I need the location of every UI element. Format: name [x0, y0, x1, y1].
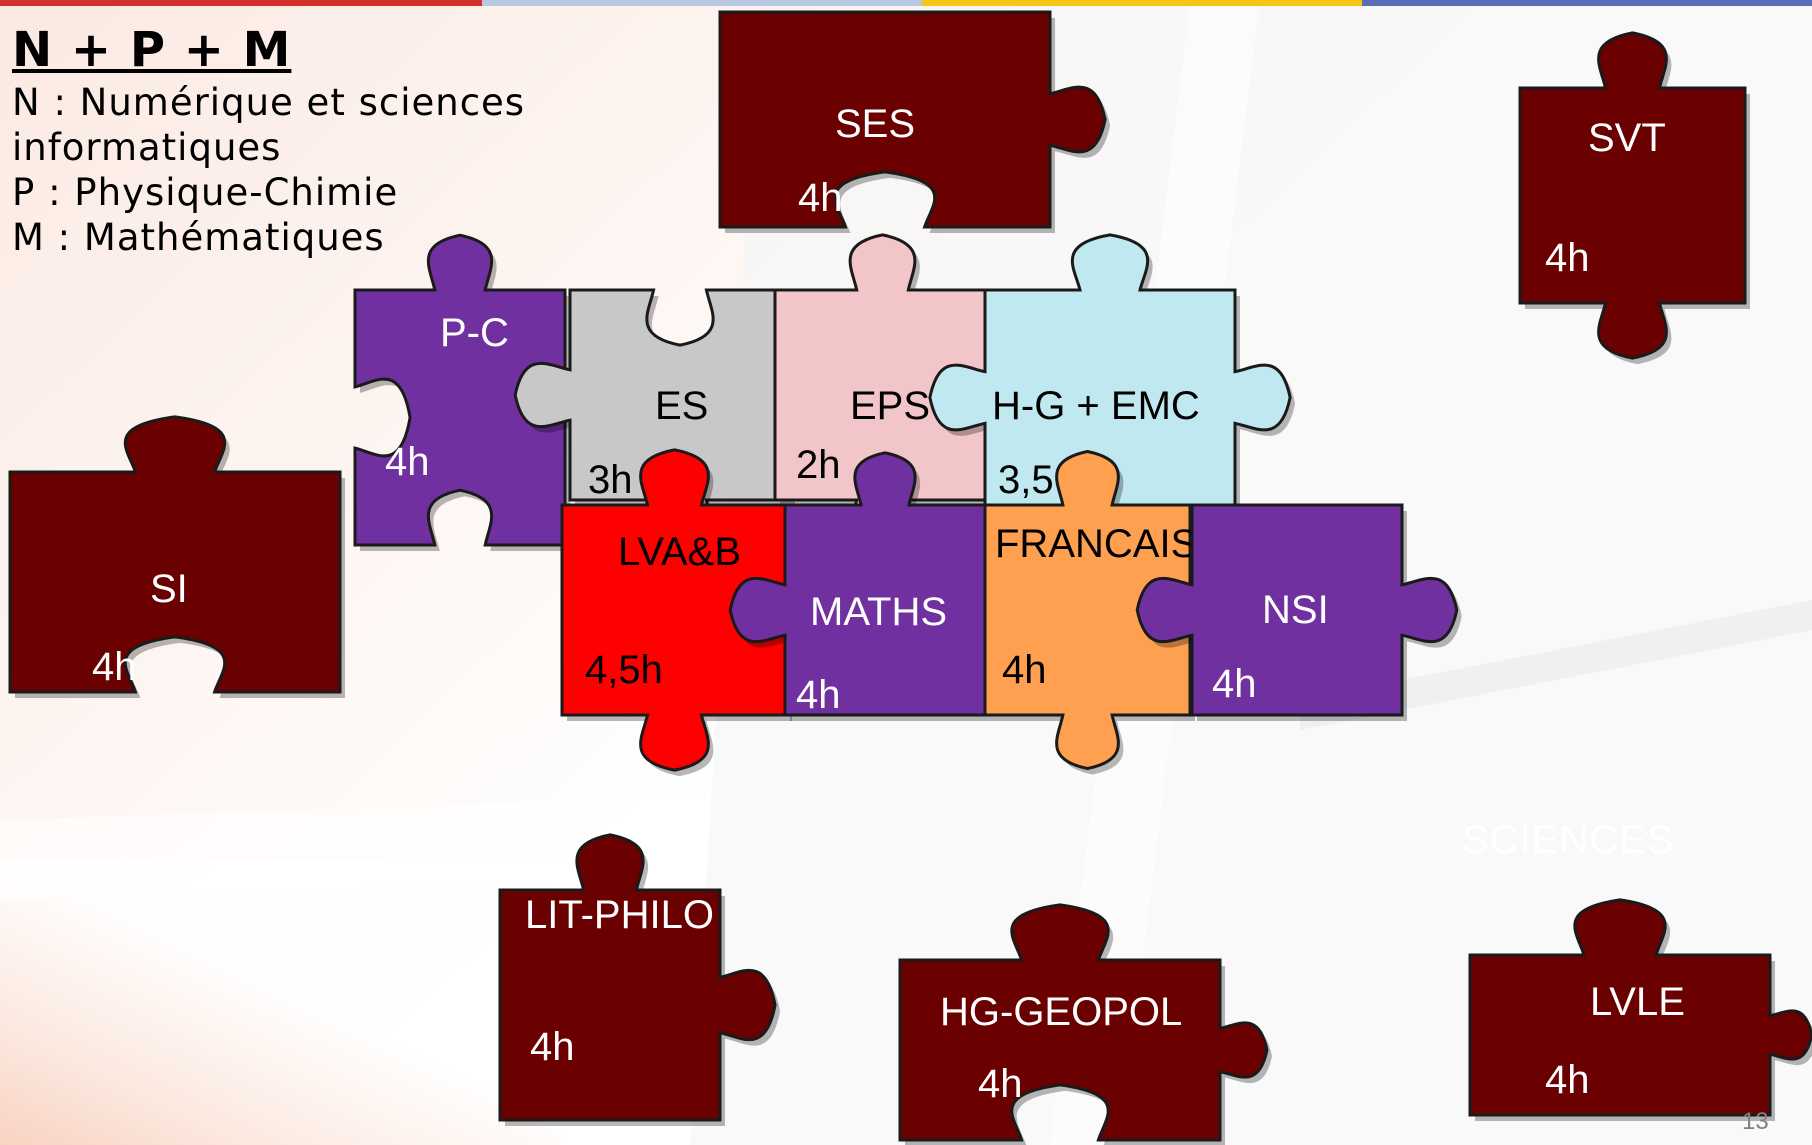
piece-label: ES — [655, 384, 709, 428]
piece-label: MATHS — [810, 590, 948, 634]
piece-hours: 2h — [796, 443, 841, 487]
piece-hours: 4h — [1545, 1058, 1590, 1102]
piece-hours: 4,5h — [585, 648, 663, 692]
legend-line: P : Physique-Chimie — [12, 171, 399, 214]
puzzle-piece-shape — [353, 233, 570, 551]
piece-hours: 4h — [1545, 236, 1590, 280]
piece-label: FRANCAIS — [995, 522, 1198, 566]
piece-label: EPS — [850, 384, 931, 428]
puzzle-piece-shape — [728, 451, 1045, 722]
top-bar-blue — [1362, 0, 1812, 6]
piece-hours: 4h — [798, 176, 843, 220]
puzzle-piece-shape — [773, 233, 995, 562]
piece-hours: 4h — [1002, 648, 1047, 692]
puzzle-piece-shape — [983, 449, 1250, 775]
piece-hours: 4h — [385, 440, 430, 484]
piece-label: P-C — [440, 311, 509, 355]
piece-label: NSI — [1262, 588, 1329, 632]
puzzle-piece-shape — [1518, 31, 1750, 365]
puzzle-piece-shape — [513, 288, 795, 562]
legend-line: informatiques — [12, 126, 282, 169]
piece-hours: 4h — [1212, 662, 1257, 706]
piece-label: LVA&B — [618, 530, 742, 574]
puzzle-piece-shape — [560, 448, 847, 777]
top-bar-light-blue — [482, 0, 922, 6]
page-number: 13 — [1742, 1108, 1769, 1135]
piece-hours: 3,5 — [998, 458, 1054, 502]
puzzle-piece-shape — [898, 903, 1272, 1145]
piece-label: SI — [150, 567, 188, 611]
piece-hours: 4h — [92, 645, 137, 689]
piece-label: HG-GEOPOL — [940, 990, 1183, 1034]
legend: N + P + M N : Numérique et sciences info… — [12, 20, 525, 260]
piece-hours: 3h — [588, 458, 633, 502]
piece-hours: 4h — [978, 1062, 1023, 1106]
legend-title: N + P + M — [12, 22, 292, 78]
puzzle-piece-shape — [8, 415, 345, 698]
watermark: SCIENCES — [1462, 818, 1675, 862]
piece-label: SES — [835, 102, 916, 146]
legend-line: M : Mathématiques — [12, 216, 385, 259]
legend-line: N : Numérique et sciences — [12, 81, 526, 124]
puzzle-piece-shape — [718, 10, 1111, 233]
top-bar-yellow — [922, 0, 1362, 6]
puzzle-piece-shape — [928, 233, 1296, 511]
puzzle-piece-shape — [1135, 503, 1462, 721]
piece-hours: 4h — [530, 1025, 575, 1069]
top-bar-red — [0, 0, 482, 6]
piece-label: LIT-PHILO — [525, 893, 714, 937]
puzzle-piece-shape — [1468, 898, 1812, 1121]
puzzle-piece-shape — [498, 833, 781, 1126]
piece-label: H-G + EMC — [992, 384, 1200, 428]
piece-hours: 4h — [796, 673, 841, 717]
piece-label: SVT — [1588, 116, 1666, 160]
piece-label: LVLE — [1590, 980, 1685, 1024]
